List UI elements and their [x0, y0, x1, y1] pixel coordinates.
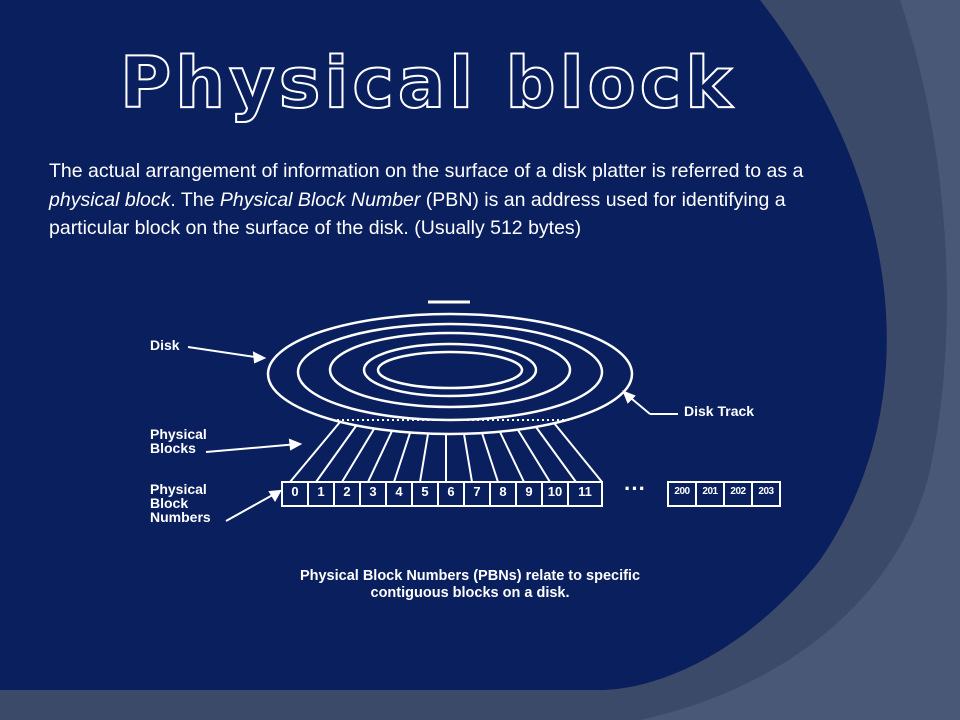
label-disk-track: Disk Track — [684, 403, 755, 419]
pbn-cell-7: 7 — [473, 484, 481, 499]
body-paragraph: The actual arrangement of information on… — [49, 157, 839, 243]
disk-track-4 — [362, 342, 538, 398]
pbn-cell-1: 1 — [317, 484, 325, 499]
pbn-cell-10: 10 — [547, 484, 563, 499]
pbn-cell-0: 0 — [291, 484, 299, 499]
pbn-cell-5: 5 — [421, 484, 429, 499]
diagram-drawing — [187, 300, 781, 522]
pbn-cell-6: 6 — [447, 484, 455, 499]
body-text-italic-physical-block: physical block — [49, 188, 171, 211]
body-text-part3: (PBN) is an address used for identifying… — [49, 188, 786, 240]
pbn-cell-202: 202 — [730, 486, 746, 497]
body-text-part1: The actual arrangement of information on… — [49, 160, 804, 182]
pbn-cell-9: 9 — [525, 484, 533, 499]
label-disk: Disk — [150, 337, 180, 353]
slide-title: Physical block — [119, 42, 736, 124]
disk-track-2 — [296, 322, 604, 422]
pbn-cell-203: 203 — [758, 486, 774, 497]
pbn-cell-2: 2 — [343, 484, 351, 499]
pbn-cell-200: 200 — [674, 486, 690, 497]
body-text-part2: . The — [170, 188, 220, 211]
label-physical-block-numbers: Physical Block Numbers — [150, 481, 211, 525]
pbn-cells — [281, 481, 781, 507]
pbn-cell-4: 4 — [395, 484, 403, 499]
pbn-cell-3: 3 — [369, 484, 377, 499]
pbn-cell-8: 8 — [499, 484, 507, 499]
pbn-ellipsis: ··· — [624, 476, 646, 501]
diagram-caption: Physical Block Numbers (PBNs) relate to … — [299, 568, 641, 601]
disk-outer-track — [266, 312, 634, 436]
disk-inner-track — [376, 350, 524, 390]
pbn-cell-201: 201 — [702, 486, 718, 497]
label-physical-blocks: Physical Blocks — [150, 426, 207, 456]
pbn-cell-11: 11 — [578, 484, 592, 499]
body-text-italic-pbn: Physical Block Number — [219, 188, 421, 211]
disk-track-3 — [328, 331, 572, 409]
physical-block-segments — [289, 419, 603, 483]
physical-block-diagram: Disk Disk Track Physical Blocks Physical… — [130, 296, 790, 620]
